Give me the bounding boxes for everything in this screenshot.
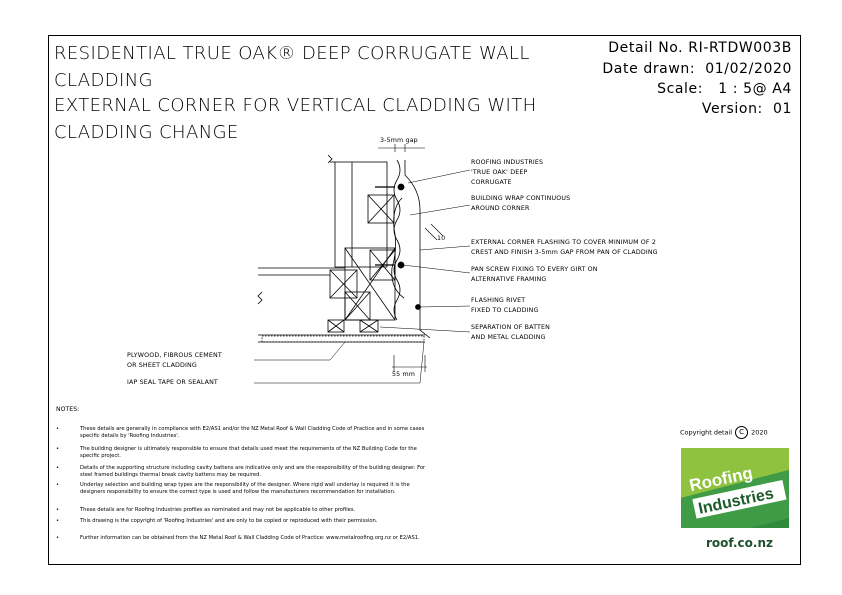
callout-plywood-2: OR SHEET CLADDING [127,362,197,369]
note-text: The building designer is ultimately resp… [80,446,417,460]
title-line-1: RESIDENTIAL TRUE OAK® DEEP CORRUGATE WAL… [54,43,530,64]
note-text: These details are generally in complianc… [80,426,425,440]
plywood-sheet [261,335,425,343]
callout-rivet-1: FLASHING RIVET [471,297,526,304]
corner-flashing [404,160,431,339]
roofing-industries-logo: Roofing Industries [681,448,789,558]
note-bullet: • [56,482,60,488]
callout-roofing-3: CORRUGATE [471,179,512,186]
note-text: Further information can be obtained from… [80,535,420,541]
batten-cross-1 [367,194,395,224]
dim-10-label: 10 [437,235,446,242]
note-text: Underlay selection and building wrap typ… [80,482,410,496]
note-bullet: • [56,446,60,452]
note-bullet: • [56,518,60,524]
drawing-frame [48,35,801,565]
version: Version: 01 [701,101,792,117]
date-drawn: Date drawn: 01/02/2020 [602,61,792,77]
copyright-text: Copyright detail [680,428,733,437]
scale: Scale: 1 : 5@ A4 [657,81,792,97]
callout-tape: IAP SEAL TAPE OR SEALANT [127,379,218,386]
note-bullet: • [56,535,60,541]
copyright-year: 2020 [751,428,768,437]
note-bullet: • [56,507,60,513]
note-bullet: • [56,426,60,432]
gap-label: 3-5mm gap [380,137,418,144]
batten-bottom-1 [327,319,345,333]
notes-heading: NOTES: [56,406,80,413]
callout-separation-2: AND METAL CLADDING [471,334,546,341]
batten-bottom-2 [359,319,379,333]
callout-separation-1: SEPARATION OF BATTEN [471,324,550,331]
callout-screw-1: PAN SCREW FIXING TO EVERY GIRT ON [471,266,598,273]
callout-flashing-2: CREST AND FINISH 3-5mm GAP FROM PAN OF C… [471,249,658,256]
callout-roofing-1: ROOFING INDUSTRIES [471,159,544,166]
callout-flashing-1: EXTERNAL CORNER FLASHING TO COVER MINIMU… [471,239,656,246]
logo-url: roof.co.nz [706,536,773,550]
callout-wrap-2: AROUND CORNER [471,205,530,212]
note-text: This drawing is the copyright of 'Roofin… [80,518,378,524]
title-line-4: CLADDING CHANGE [54,122,239,143]
callout-plywood-1: PLYWOOD, FIBROUS CEMENT [127,352,222,359]
copyright-icon: C [735,426,749,439]
note-text: These details are for Roofing Industries… [80,507,356,513]
callout-screw-2: ALTERNATIVE FRAMING [471,276,547,283]
note-bullet: • [56,465,60,471]
callout-rivet-2: FIXED TO CLADDING [471,307,539,314]
batten-cross-2 [329,269,358,299]
title-line-2: CLADDING [54,70,153,91]
batten-cross-3 [344,291,371,321]
detail-number: Detail No. RI-RTDW003B [608,40,792,56]
callout-roofing-2: 'TRUE OAK' DEEP [471,169,528,176]
upper-stud [334,161,388,268]
title-line-3: EXTERNAL CORNER FOR VERTICAL CLADDING WI… [54,95,537,116]
dim-55-label: 55 mm [392,371,416,378]
callout-wrap-1: BUILDING WRAP CONTINUOUS [471,195,571,202]
note-text: Details of the supporting structure incl… [80,465,426,479]
